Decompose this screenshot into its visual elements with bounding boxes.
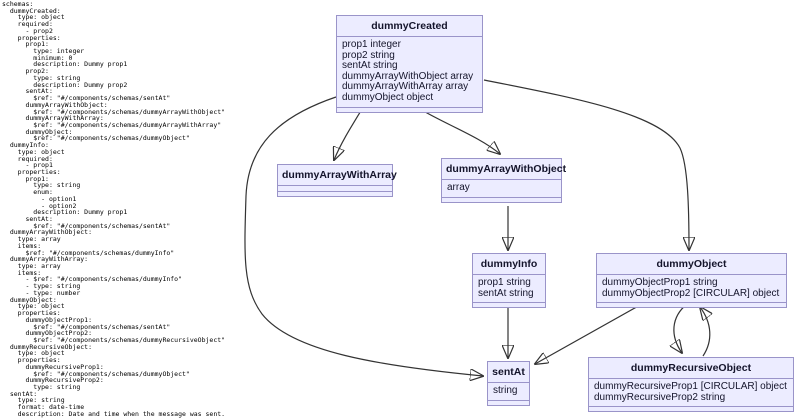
class-node-dummyArrayWithObject: dummyArrayWithObject array	[441, 158, 566, 203]
yaml-source-text: schemas: dummyCreated: type: object requ…	[2, 0, 226, 418]
edge-dummyRecursiveObject-dummyObject	[700, 307, 710, 357]
member: prop1 string	[478, 277, 531, 288]
member: dummyRecursiveProp1 [CIRCULAR] object	[594, 381, 787, 392]
node-methods-compartment	[337, 108, 482, 112]
class-node-dummyInfo: dummyInfo prop1 string sentAt string	[472, 253, 546, 309]
member: prop1 integer	[342, 39, 401, 50]
node-members: array	[442, 180, 561, 198]
member: dummyArrayWithArray array	[342, 81, 469, 93]
node-methods-compartment	[488, 401, 529, 405]
node-title: dummyObject	[597, 254, 786, 275]
node-members: dummyObjectProp1 string dummyObjectProp2…	[597, 275, 786, 304]
class-node-dummyRecursiveObject: dummyRecursiveObject dummyRecursiveProp1…	[588, 357, 794, 413]
member: string	[493, 385, 518, 396]
node-methods-compartment	[473, 303, 545, 307]
class-node-dummyObject: dummyObject dummyObjectProp1 string dumm…	[596, 253, 787, 309]
node-title: dummyCreated	[337, 16, 482, 37]
node-title: dummyArrayWithObject	[442, 159, 566, 180]
class-node-dummyArrayWithArray: dummyArrayWithArray	[277, 164, 397, 197]
node-members	[278, 186, 392, 192]
edge-dummyCreated-dummyArrayWithArray	[334, 108, 363, 160]
class-node-sentAt: sentAt string	[487, 361, 530, 406]
node-methods-compartment	[589, 407, 793, 411]
edge-dummyObject-sentAt	[535, 303, 643, 364]
member: dummyRecursiveProp2 string	[594, 391, 726, 403]
node-members: string	[488, 383, 529, 401]
node-methods-compartment	[442, 198, 561, 202]
member: dummyArrayWithObject array	[342, 70, 474, 82]
node-title: dummyInfo	[473, 254, 545, 275]
edge-dummyCreated-dummyArrayWithObject	[419, 108, 500, 154]
member: dummyObjectProp2 [CIRCULAR] object	[602, 287, 780, 299]
node-title: dummyRecursiveObject	[589, 358, 793, 379]
node-methods-compartment	[597, 303, 786, 307]
member: dummyObjectProp1 string	[602, 277, 718, 288]
node-title: sentAt	[488, 362, 529, 383]
member: sentAt string	[342, 60, 398, 72]
member: prop2 string	[342, 49, 395, 61]
node-members: prop1 string sentAt string	[473, 275, 545, 304]
node-title: dummyArrayWithArray	[278, 165, 397, 186]
member: sentAt string	[478, 287, 534, 299]
member: dummyObject object	[342, 91, 434, 103]
edge-dummyCreated-sentAt	[244, 96, 483, 376]
node-members: prop1 integer prop2 string sentAt string…	[337, 37, 482, 108]
node-members: dummyRecursiveProp1 [CIRCULAR] object du…	[589, 379, 793, 408]
edge-dummyObject-dummyRecursiveObject	[674, 303, 688, 353]
node-methods-compartment	[278, 192, 392, 196]
class-node-dummyCreated: dummyCreated prop1 integer prop2 string …	[336, 15, 483, 113]
member: array	[447, 182, 470, 193]
